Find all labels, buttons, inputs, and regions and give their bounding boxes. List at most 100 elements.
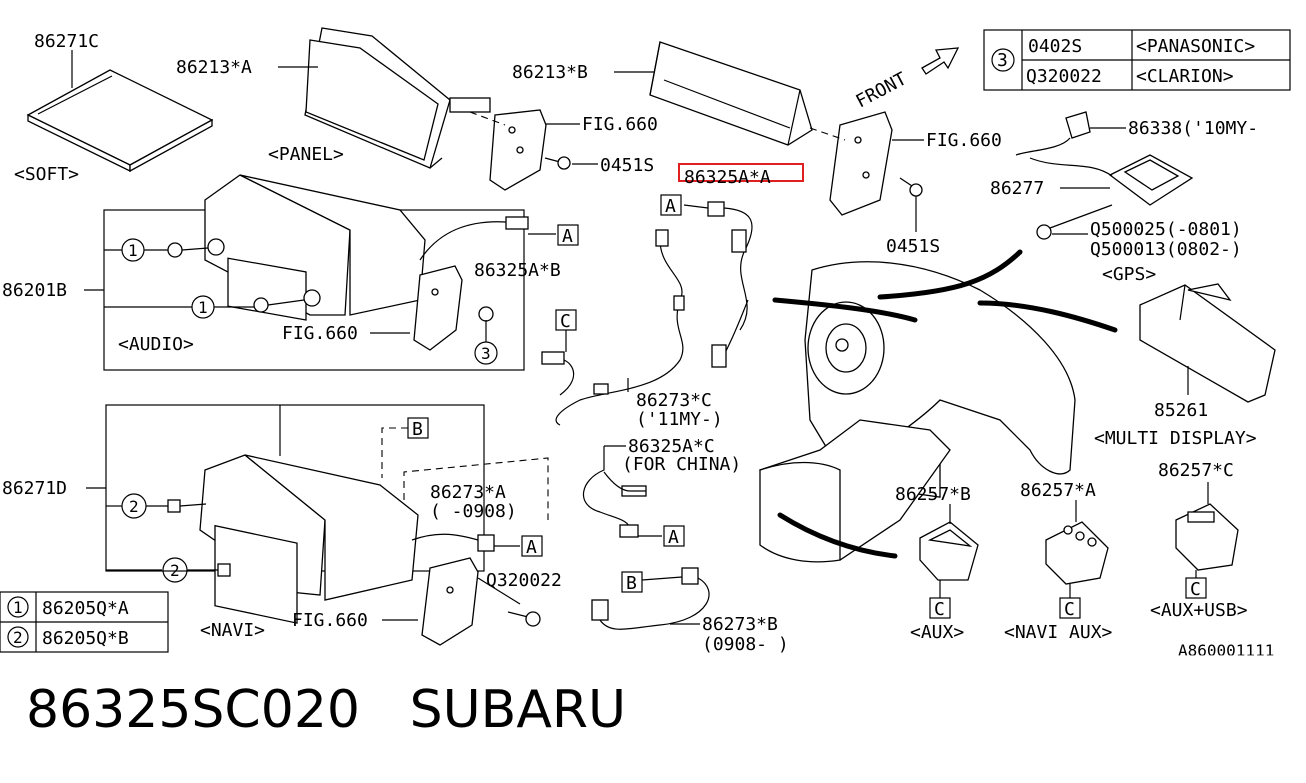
circle-one-b: 1 [198,298,208,317]
callout-c: C [560,311,571,332]
label-86273a-sub: ( -0908) [430,501,517,522]
callout-a: A [665,196,676,217]
table-row-brand: <PANASONIC> [1136,36,1255,57]
label-86325aa: 86325A*A [684,167,771,188]
harness-86325aa [555,201,753,426]
label-86257c: 86257*C [1158,460,1234,481]
panel-b-part [649,41,813,146]
label-q500013: Q500013(0802-) [1090,239,1242,260]
label-86338: 86338('10MY- [1128,118,1258,139]
callout-c-box [1059,597,1081,619]
callout-a-box [557,224,579,246]
audio-unit [204,174,426,321]
bracket-navi [421,557,479,646]
legend-part: 86205Q*A [42,598,129,619]
label-0451s-top: 0451S [600,155,654,176]
variant-table: 3 0402S <PANASONIC> Q320022 <CLARION> [983,29,1291,91]
label-fig660-audio: FIG.660 [282,323,358,344]
screw-0451s-right [899,177,923,197]
table-row-part: Q320022 [1026,66,1102,87]
callout-c-box [929,597,951,619]
legend-table: 1 86205Q*A 2 86205Q*B [0,591,169,653]
label-86273c: 86273*C [636,390,712,411]
callout-c: C [1190,579,1201,600]
label-multi-display: <MULTI DISPLAY> [1094,428,1257,449]
dashboard [759,249,1118,563]
callout-b-box [621,571,643,593]
front-arrow-icon [921,47,960,75]
callout-c-box [1185,577,1207,599]
legend-key: 1 [13,598,23,617]
harness-86325ac [582,446,647,538]
circle-two-b: 2 [170,561,180,580]
label-86257a: 86257*A [1020,480,1096,501]
footer-part-number: 86325SC020 [26,680,360,740]
callout-c: C [1064,599,1075,620]
callout-b: B [412,419,423,440]
label-fig660-right: FIG.660 [926,130,1002,151]
callout-a-box [660,194,682,216]
panel-part [304,27,491,169]
label-navi-aux: <NAVI AUX> [1004,622,1113,643]
bracket-top [489,109,547,191]
label-panel: <PANEL> [268,144,344,165]
label-fig660-navi: FIG.660 [292,610,368,631]
label-86273b: 86273*B [702,614,778,635]
multi-display [1139,283,1276,403]
audio-harness [419,216,529,261]
gps-antenna [1015,111,1194,206]
table-row-brand: <CLARION> [1136,66,1234,87]
label-86213b: 86213*B [512,62,588,83]
circle-one-a: 1 [128,241,138,260]
label-q320022: Q320022 [486,570,562,591]
callout-a: A [562,226,573,247]
navi-unit [199,454,419,624]
label-86325ab: 86325A*B [474,260,561,281]
label-86201b: 86201B [2,280,67,301]
aux-jack-a [1045,521,1109,585]
label-soft: <SOFT> [14,164,79,185]
label-aux: <AUX> [910,622,964,643]
bracket-audio [413,265,463,351]
label-front: FRONT [852,68,910,112]
footer-brand: SUBARU [409,680,627,740]
label-0451s-right: 0451S [886,236,940,257]
label-86325ac: 86325A*C [628,436,715,457]
label-fig660-top: FIG.660 [582,114,658,135]
label-86277: 86277 [990,178,1044,199]
screw-0451s-top [544,156,571,170]
harness-86273b [591,567,710,630]
circle-two-a: 2 [129,497,139,516]
label-86273c-sub: ('11MY-) [636,409,723,430]
aux-usb-jack [1175,503,1239,571]
label-86271d: 86271D [2,478,67,499]
callout-a-box [663,525,685,547]
callout-a: A [668,527,679,548]
label-navi: <NAVI> [200,620,265,641]
table-key-3: 3 [997,50,1008,71]
circle-three: 3 [481,344,491,363]
soft-card [26,69,214,173]
highlight-box [678,163,804,182]
label-gps: <GPS> [1102,264,1156,285]
footer-caption: 86325SC020 SUBARU [26,680,626,740]
label-86273a: 86273*A [430,482,506,503]
callout-c: C [934,599,945,620]
label-86271c: 86271C [34,31,99,52]
table-row-part: 0402S [1028,36,1082,57]
screw-q500025 [1036,204,1113,240]
screw-q320022 [507,611,541,627]
label-85261: 85261 [1154,400,1208,421]
label-for-china: (FOR CHINA) [622,454,741,475]
aux-jack-b [919,521,979,581]
label-aux-usb: <AUX+USB> [1150,600,1248,621]
bracket-right [829,111,893,216]
callout-b: B [626,573,637,594]
label-q500025: Q500025(-0801) [1090,219,1242,240]
callout-a: A [526,537,537,558]
callout-a-box [521,535,543,557]
label-86273b-sub: (0908- ) [702,634,789,655]
legend-part: 86205Q*B [42,628,129,649]
navi-harness [411,533,495,552]
diagram-ref-number: A860001111 [1178,641,1274,660]
